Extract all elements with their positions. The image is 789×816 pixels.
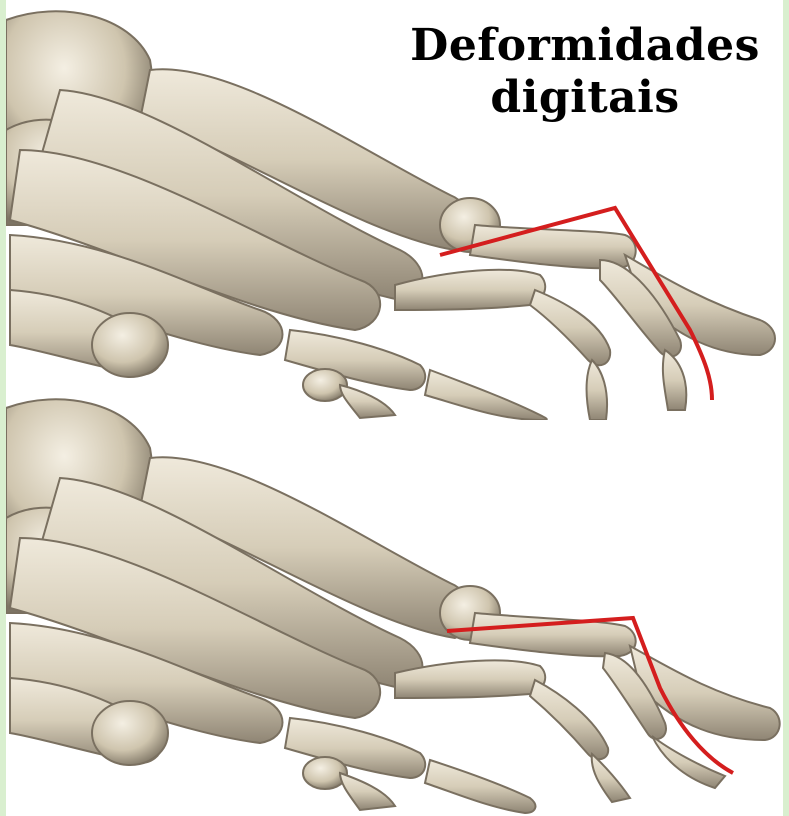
lower-foot-skeleton [0, 388, 789, 816]
title-line-2: digitais [400, 72, 770, 124]
title-line-1: Deformidades [400, 20, 770, 72]
lower-foot-panel [0, 388, 789, 816]
page-title: Deformidades digitais [400, 20, 770, 124]
